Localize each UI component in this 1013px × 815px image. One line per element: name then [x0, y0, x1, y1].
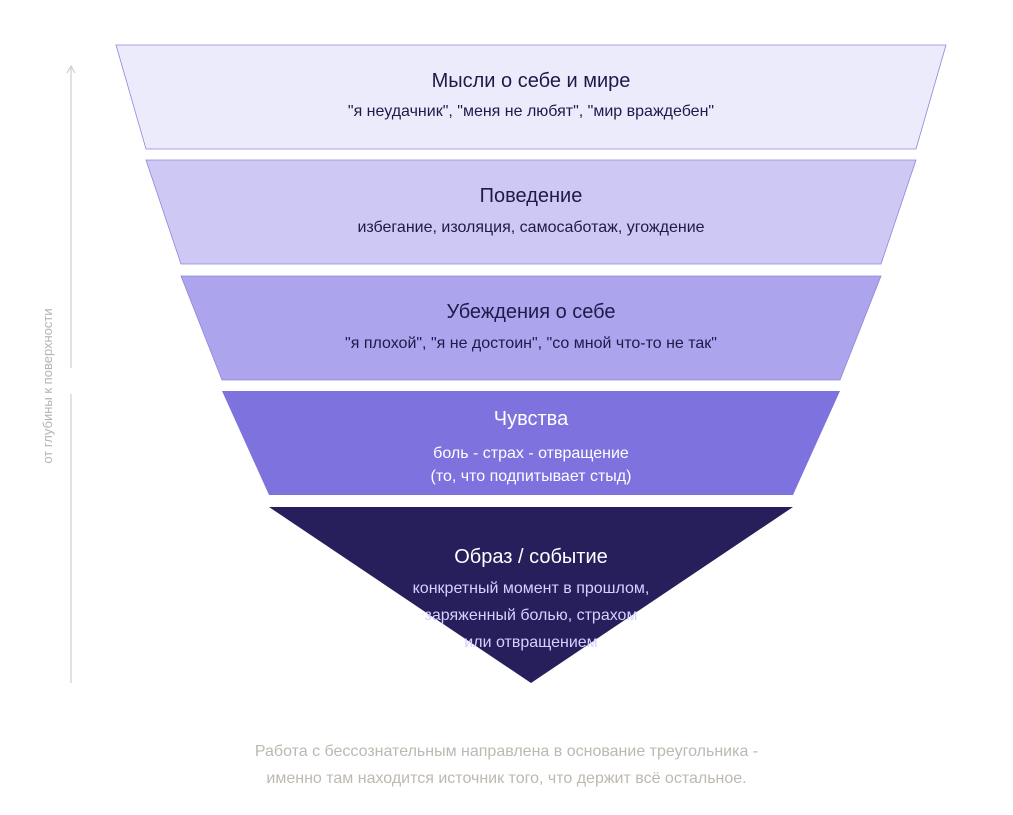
layer-beliefs: Убеждения о себе "я плохой", "я не достои… [180, 275, 882, 381]
layer-description-line: "я плохой", "я не достоин", "со мной что… [345, 335, 717, 352]
layer-description-line: конкретный момент в прошлом, [413, 580, 650, 597]
footer-line-1: Работа с бессознательным направлена в ос… [254, 743, 759, 760]
layer-title: Поведение [480, 185, 583, 207]
layer-description-line: избегание, изоляция, самосаботаж, угожде… [357, 219, 704, 236]
layer-description-line: заряженный болью, страхом [425, 607, 638, 624]
footer-line-2: именно там находится источник того, что … [266, 770, 747, 787]
layer-shape [145, 159, 917, 265]
layer-behavior: Поведение избегание, изоляция, самосабота… [145, 159, 917, 265]
layer-title: Чувства [494, 408, 569, 430]
axis-arrow-icon [66, 64, 76, 74]
layer-image-event: Образ / событие конкретный момент в прошл… [269, 507, 793, 683]
layer-feelings: Чувства боль - страх - отвращение (то, что… [222, 391, 840, 495]
layer-title: Убеждения о себе [446, 301, 615, 323]
depth-axis: от глубины к поверхности [40, 64, 76, 683]
axis-label: от глубины к поверхности [40, 308, 55, 463]
layer-shape [269, 507, 793, 683]
layer-shape [222, 391, 840, 495]
layer-title: Мысли о себе и мире [432, 70, 631, 92]
pyramid-layers: Мысли о себе и мире "я неудачник", "меня … [115, 44, 947, 683]
layer-title: Образ / событие [454, 546, 608, 568]
layer-description-line: боль - страх - отвращение [433, 445, 629, 462]
layer-thoughts: Мысли о себе и мире "я неудачник", "меня … [115, 44, 947, 150]
layer-description-line: (то, что подпитывает стыд) [431, 468, 632, 485]
footer-note: Работа с бессознательным направлена в ос… [0, 738, 1013, 792]
layer-shape [180, 275, 882, 381]
layer-description-line: или отвращением [464, 634, 597, 651]
layer-description-line: "я неудачник", "меня не любят", "мир вра… [348, 103, 714, 120]
layer-shape [115, 44, 947, 150]
